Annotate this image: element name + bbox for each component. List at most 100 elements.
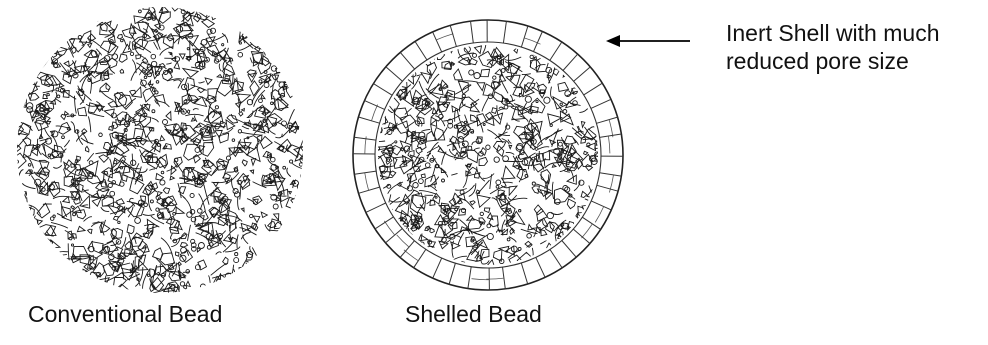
pore [22,198,27,204]
pore [463,141,469,147]
pore [238,180,241,185]
pore [270,219,282,231]
pore [241,208,244,212]
pore [475,260,481,262]
pore [144,113,147,116]
pore [554,69,560,76]
pore [64,140,69,147]
pore [173,212,176,215]
pore [107,21,111,26]
pore [233,189,238,194]
pore [234,269,236,289]
pore [69,62,74,66]
pore [112,122,118,128]
pore [160,136,165,141]
pore [295,147,308,161]
pore [222,44,224,46]
pore [203,143,214,157]
pore [291,196,299,208]
pore [470,99,479,105]
pore [250,214,253,217]
pore [527,234,532,239]
pore [427,63,436,76]
pore [135,140,155,141]
pore [60,63,68,73]
pore [10,184,18,195]
pore [239,267,245,274]
pore [236,102,241,108]
pore [481,69,490,76]
shell-cell-divider [373,84,392,96]
pore [190,210,195,215]
pore [433,193,440,204]
conventional-bead-pores [10,2,312,306]
pore [552,165,556,168]
pore [242,160,247,166]
pore [268,128,275,134]
pore [208,276,210,283]
pore [522,74,531,75]
pore [53,49,70,55]
pore [198,88,205,93]
pore [509,145,512,148]
shell-cell-divider [521,26,528,47]
pore [176,252,179,256]
pore [19,170,24,178]
pore [482,260,490,264]
pore [37,203,50,218]
pore [234,192,239,197]
pore [545,130,562,141]
shell-cell-divider [584,83,603,95]
pore [496,180,501,185]
shell-cell-divider [404,250,418,261]
shell-cell-divider [449,263,455,284]
pore [86,104,100,106]
pore [467,167,477,176]
pore [474,73,480,79]
pore [96,278,109,287]
pore [211,9,221,20]
pore [241,223,252,231]
pore [214,279,225,288]
pore [42,236,53,254]
pore [451,256,467,261]
pore [20,81,32,97]
pore [274,214,279,221]
pore [239,42,241,44]
pore [174,221,182,230]
pore [460,153,466,158]
shell-cell-divider [582,224,593,238]
pore [143,3,150,9]
pore [454,69,463,80]
shell-cell-divider [366,203,386,212]
pore [88,113,104,117]
pore [290,160,293,163]
pore [265,224,270,231]
pore [50,53,62,63]
pore [231,265,233,280]
pore [438,145,453,157]
pore [493,268,501,275]
pore [155,91,158,94]
pore [186,281,190,286]
shell-cell-divider [591,99,611,108]
pore [238,197,240,210]
pore [503,166,515,179]
pore [151,61,156,66]
shell-cell-divider [450,25,456,46]
pore [259,46,265,56]
pore [71,206,75,209]
shell-cell-divider [372,105,378,121]
pore [581,191,587,197]
pore [259,80,262,83]
pore [225,247,240,252]
pore [496,185,499,188]
pore [15,160,19,164]
pore [258,58,271,74]
pore [171,4,179,11]
pore [185,36,198,46]
pore [217,80,233,96]
pore [509,186,517,195]
pore [510,95,512,102]
pore [505,57,522,60]
